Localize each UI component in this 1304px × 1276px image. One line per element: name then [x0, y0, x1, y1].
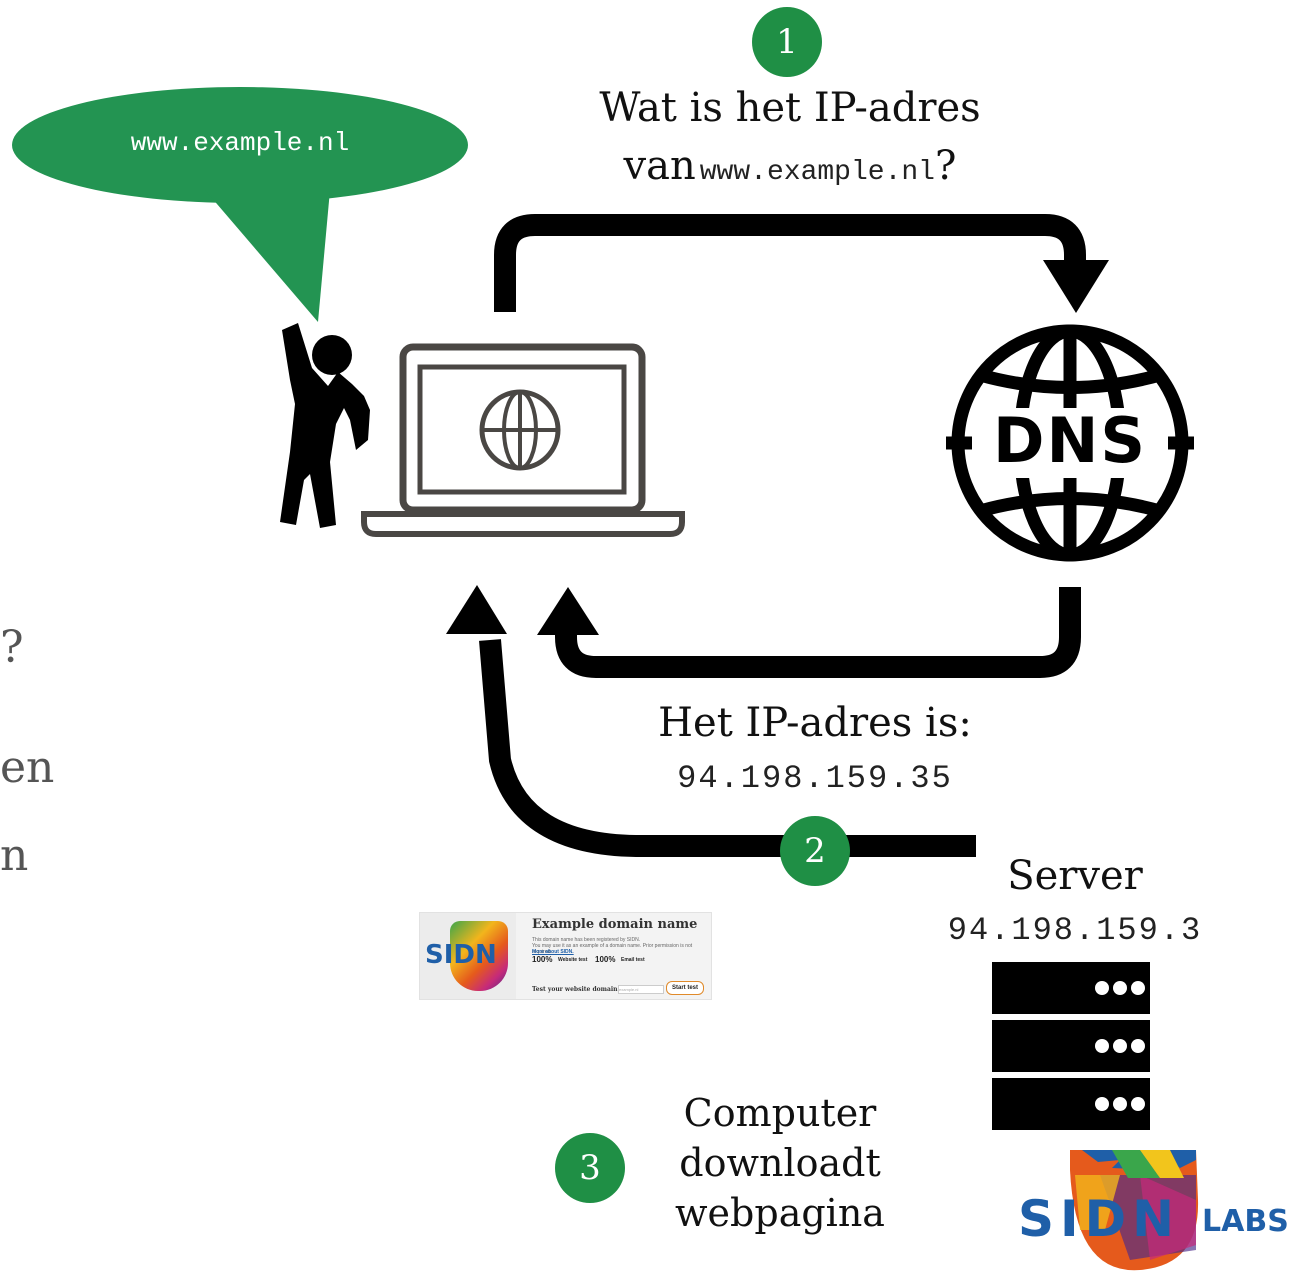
thumbnail-title: Example domain name — [532, 917, 698, 932]
sidn-labs-logo — [1070, 1150, 1199, 1271]
webpage-thumbnail: SIDN Example domain name This domain nam… — [419, 912, 712, 1000]
server-icon — [992, 962, 1150, 1130]
dns-label: DNS — [992, 404, 1147, 477]
server-ip: 94.198.159.3 — [947, 912, 1203, 949]
cutoff-text-2: en — [0, 742, 55, 793]
step-3-line3: webpagina — [675, 1191, 885, 1235]
thumbnail-score-1-label: Website test — [558, 957, 588, 963]
thumbnail-text-2: You may use it as an example of a domain… — [532, 943, 693, 955]
step-2-badge: 2 — [780, 816, 850, 886]
thumbnail-input[interactable]: example.nl — [618, 985, 664, 994]
step-1-badge: 1 — [752, 7, 822, 77]
cutoff-text-3: n — [0, 830, 29, 881]
step-2-ip: 94.198.159.35 — [677, 760, 953, 797]
step-3-line2: downloadt — [679, 1141, 881, 1185]
server-label: Server — [1007, 853, 1143, 899]
step-3-line1: Computer — [683, 1091, 877, 1135]
step-1-qmark: ? — [935, 143, 957, 189]
person-icon — [280, 323, 370, 528]
thumbnail-score-1: 100% — [532, 955, 553, 964]
speech-bubble-text: www.example.nl — [130, 128, 350, 158]
step-1-van: van — [623, 143, 696, 189]
sidn-logo-letters: SIDN — [1018, 1190, 1180, 1248]
thumbnail-score-2-label: Email test — [621, 957, 645, 963]
thumbnail-score-2: 100% — [595, 955, 616, 964]
step-2-answer-line1: Het IP-adres is: — [658, 700, 972, 746]
step-1-question-line2: van www.example.nl? — [520, 143, 1060, 189]
thumbnail-footer-label: Test your website domain name: — [532, 986, 641, 993]
dns-globe-icon — [946, 324, 1194, 562]
step-3-badge: 3 — [555, 1133, 625, 1203]
thumbnail-text-1: This domain name has been registered by … — [532, 937, 641, 943]
step-1-question-line1: Wat is het IP-adres — [599, 85, 981, 131]
laptop-icon — [361, 343, 685, 537]
sidn-labs-text: LABS — [1202, 1204, 1289, 1239]
speech-bubble — [12, 87, 468, 322]
thumbnail-link[interactable]: More about SIDN. — [532, 949, 574, 955]
arrow-query-head — [1043, 260, 1109, 313]
thumbnail-logo-area: SIDN — [420, 913, 516, 999]
arrow-answer-head — [537, 587, 599, 635]
arrow-download-head — [446, 585, 507, 634]
arrow-download — [479, 639, 976, 857]
thumbnail-logo-text: SIDN — [425, 940, 497, 970]
thumbnail-start-test-button[interactable]: Start test — [666, 981, 704, 995]
arrow-query — [494, 214, 1086, 312]
step-1-domain: www.example.nl — [699, 157, 935, 188]
arrow-answer — [555, 587, 1081, 678]
thumbnail-logo-shape — [450, 921, 508, 991]
cutoff-text-1: ? — [0, 622, 24, 673]
step-3-text: Computer downloadt webpagina — [630, 1088, 930, 1238]
